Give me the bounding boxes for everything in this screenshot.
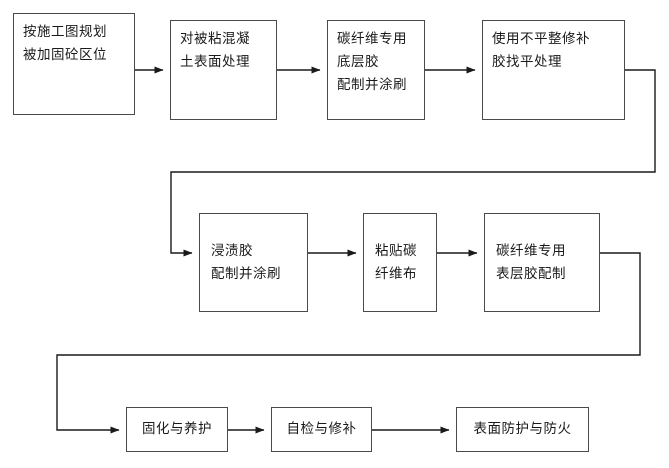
- flow-node-label-line: 配制并涂刷: [211, 265, 281, 282]
- flow-node-plan-reinforcement-zone[interactable]: 按施工图规划被加固砼区位: [13, 13, 135, 115]
- flow-node-self-inspection-and-repair[interactable]: 自检与修补: [271, 407, 372, 452]
- flow-node-label-line: 被加固砼区位: [23, 47, 107, 63]
- flow-node-leveling-putty-repair[interactable]: 使用不平整修补胶找平处理: [482, 20, 625, 120]
- flow-node-label-line: 碳纤维专用: [337, 31, 407, 47]
- flow-node-label-line: 底层胶: [337, 54, 379, 70]
- flow-node-surface-protection-and-fireproofing[interactable]: 表面防护与防火: [456, 407, 589, 452]
- flow-node-label-line: 表面防护与防火: [473, 421, 572, 437]
- flow-node-label-line: 固化与养护: [142, 421, 212, 437]
- flow-node-primer-adhesive-prepare-apply[interactable]: 碳纤维专用底层胶配制并涂刷: [327, 20, 425, 120]
- flow-node-label-line: 纤维布: [375, 265, 417, 282]
- flow-node-label-line: 浸渍胶: [211, 242, 253, 259]
- flow-node-label-line: 表层胶配制: [496, 265, 566, 282]
- flow-node-curing-and-maintenance[interactable]: 固化与养护: [126, 407, 228, 452]
- flow-node-label-line: 自检与修补: [286, 421, 357, 437]
- flow-node-label-line: 配制并涂刷: [337, 77, 407, 93]
- flow-node-paste-carbon-fiber-cloth[interactable]: 粘贴碳纤维布: [363, 213, 437, 312]
- flow-node-label-line: 对被粘混凝: [180, 31, 250, 47]
- flow-node-impregnating-resin-prepare-apply[interactable]: 浸渍胶配制并涂刷: [199, 213, 308, 312]
- flow-node-label-line: 使用不平整修补: [492, 31, 590, 47]
- flow-node-topcoat-adhesive-prepare[interactable]: 碳纤维专用表层胶配制: [484, 213, 600, 312]
- flow-node-label-line: 粘贴碳: [375, 242, 417, 259]
- flow-node-label-line: 土表面处理: [180, 54, 250, 70]
- flow-node-concrete-surface-treatment[interactable]: 对被粘混凝土表面处理: [170, 20, 277, 120]
- flow-node-label-line: 按施工图规划: [23, 24, 107, 40]
- flow-node-label-line: 碳纤维专用: [496, 242, 566, 259]
- flow-node-label-line: 胶找平处理: [492, 54, 562, 70]
